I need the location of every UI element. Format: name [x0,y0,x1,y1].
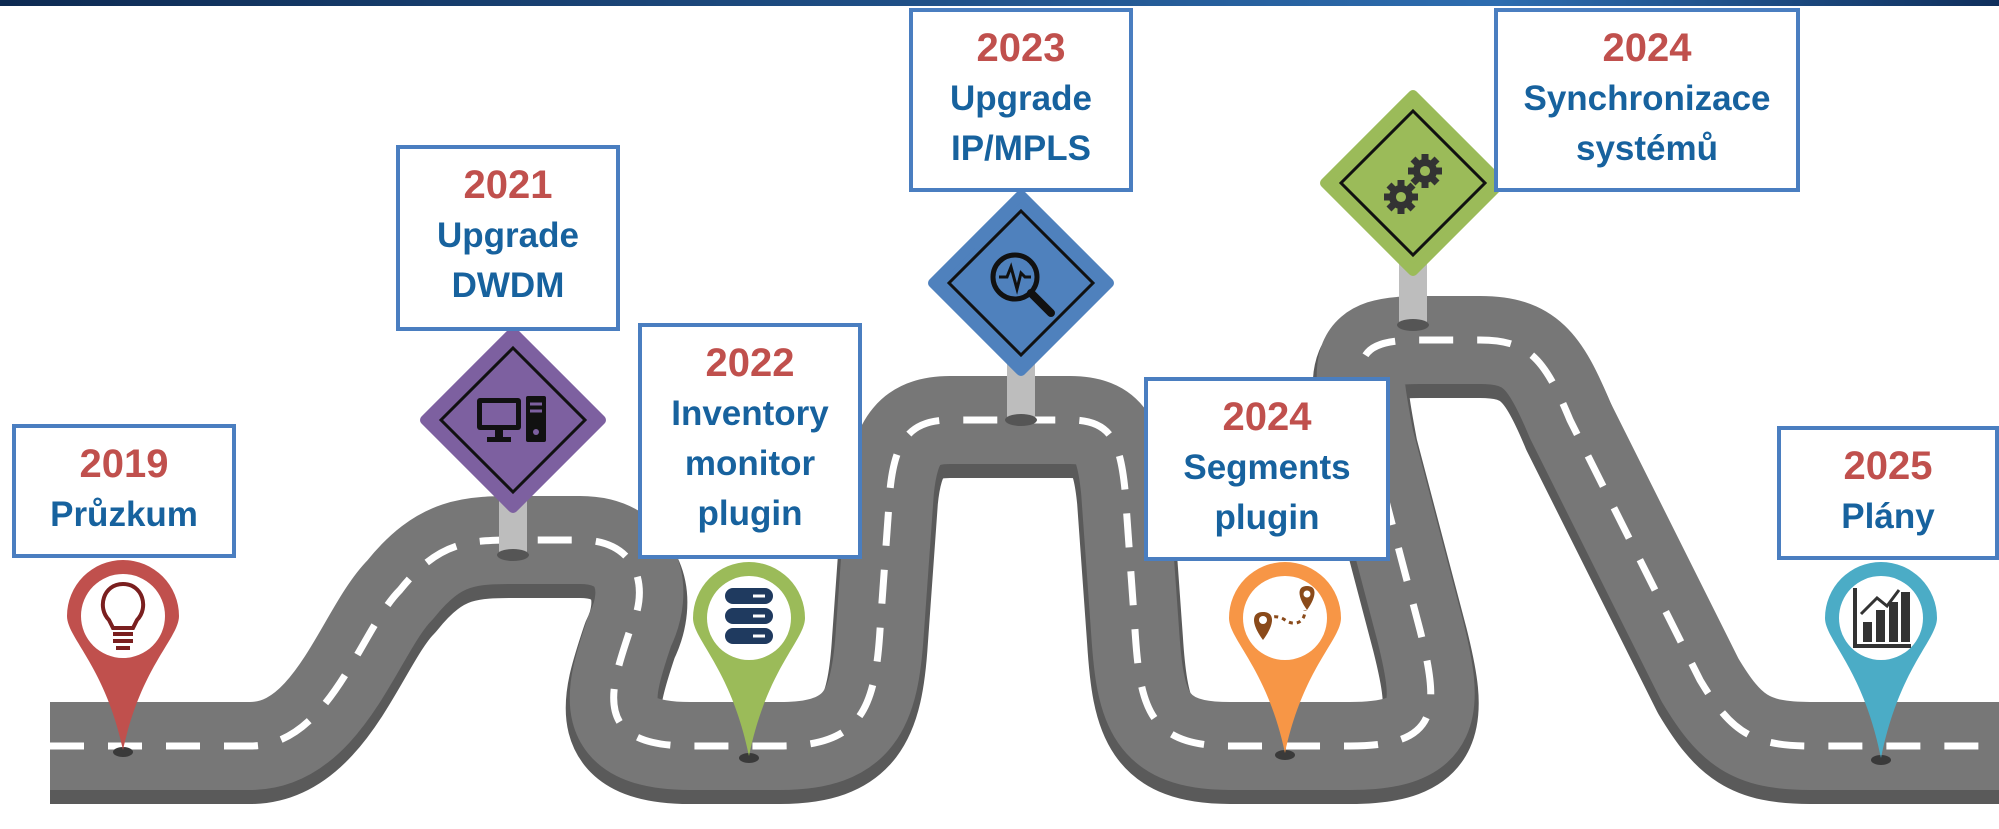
road-sign-marker [1320,90,1506,331]
computer-icon [477,396,546,442]
pin-shadow [113,747,133,757]
milestone-2019-box: 2019 Průzkum [12,424,236,558]
pin-badge [81,574,165,658]
milestone-year: 2024 [1222,395,1312,439]
sign-post-base [497,549,529,561]
milestone-2024-segments-box: 2024 Segments plugin [1144,377,1390,561]
milestone-year: 2023 [976,26,1066,70]
milestone-year: 2025 [1843,444,1933,488]
road-sign-marker [928,190,1114,426]
milestone-label: Plány [1841,497,1935,536]
sign-board [928,190,1114,376]
gears-icon [1384,154,1442,214]
milestone-2021-box: 2021 Upgrade DWDM [396,145,620,331]
milestone-year: 2019 [79,442,169,486]
pin-shadow [1275,750,1295,760]
sign-post-base [1005,414,1037,426]
pin-shadow [739,753,759,763]
top-banner-strip [0,0,1999,6]
milestone-year: 2022 [705,341,795,385]
milestone-label: Upgrade IP/MPLS [950,79,1092,168]
sign-inner-border [1338,108,1488,258]
milestone-2022-box: 2022 Inventory monitor plugin [638,323,862,559]
milestone-2024-sync-box: 2024 Synchronizace systémů [1494,8,1800,192]
sign-inner-border [438,345,588,495]
milestone-2025-box: 2025 Plány [1777,426,1999,560]
road-sign-marker [420,327,606,561]
milestone-label: Průzkum [50,495,198,534]
milestone-2023-box: 2023 Upgrade IP/MPLS [909,8,1133,192]
location-pin-marker [1229,562,1341,760]
milestone-label: Synchronizace systémů [1523,79,1771,168]
milestone-label: Segments plugin [1183,448,1351,537]
location-pin-marker [67,560,179,757]
lightbulb-icon [100,581,146,650]
magnifier-icon [990,252,1055,317]
location-pin-marker [1825,562,1937,765]
database-icon [725,588,773,644]
milestone-label: Upgrade DWDM [437,216,579,305]
milestone-year: 2024 [1602,26,1692,70]
bar-chart-icon [1853,588,1911,648]
milestone-year: 2021 [463,163,553,207]
milestone-label: Inventory monitor plugin [671,394,829,533]
milestone-markers [67,90,1937,765]
location-pin-marker [693,562,805,763]
route-icon [1254,586,1315,640]
pin-shadow [1871,755,1891,765]
sign-inner-border [946,208,1096,358]
sign-post-base [1397,319,1429,331]
